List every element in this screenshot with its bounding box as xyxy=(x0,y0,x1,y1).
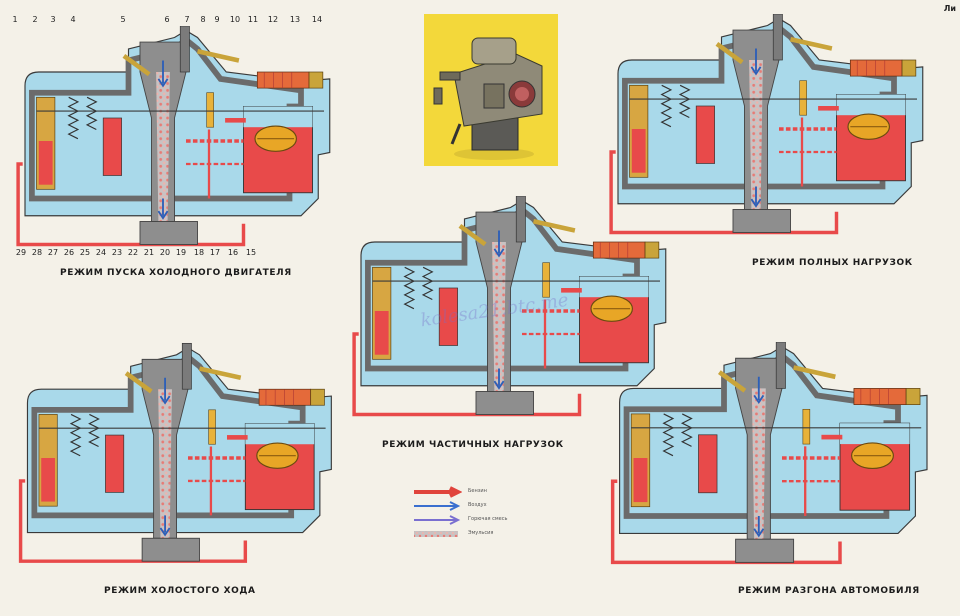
part-number: 20 xyxy=(159,248,171,257)
caption-idle: РЕЖИМ ХОЛОСТОГО ХОДА xyxy=(104,586,256,596)
acceleration-diagram xyxy=(608,342,956,574)
part-number: 16 xyxy=(227,248,239,257)
legend-item-mixture: Горючая смесь xyxy=(412,514,522,528)
part-number: 8 xyxy=(200,15,206,24)
caption-acceleration: РЕЖИМ РАЗГОНА АВТОМОБИЛЯ xyxy=(738,586,920,596)
part-number: 27 xyxy=(47,248,59,257)
part-number: 19 xyxy=(175,248,187,257)
part-number: 9 xyxy=(214,15,220,24)
part-number: 7 xyxy=(184,15,190,24)
page-corner-label: Ли xyxy=(943,4,956,13)
part-number: 11 xyxy=(247,15,259,24)
part-number: 29 xyxy=(15,248,27,257)
part-number: 17 xyxy=(209,248,221,257)
legend-label: Воздух xyxy=(468,502,487,508)
cold-start-diagram xyxy=(6,26,366,256)
part-number: 2 xyxy=(32,15,38,24)
part-number: 13 xyxy=(289,15,301,24)
part-number: 21 xyxy=(143,248,155,257)
part-number: 18 xyxy=(193,248,205,257)
part-number: 5 xyxy=(120,15,126,24)
part-number: 28 xyxy=(31,248,43,257)
part-number: 6 xyxy=(164,15,170,24)
legend-label: Бензин xyxy=(468,488,487,494)
part-number: 15 xyxy=(245,248,257,257)
caption-partial-load: РЕЖИМ ЧАСТИЧНЫХ НАГРУЗОК xyxy=(382,440,564,450)
part-number: 22 xyxy=(127,248,139,257)
part-number: 23 xyxy=(111,248,123,257)
part-number: 10 xyxy=(229,15,241,24)
part-number: 4 xyxy=(70,15,76,24)
legend: Бензин Воздух Горючая смесь Эмульсия xyxy=(412,486,522,542)
caption-full-load: РЕЖИМ ПОЛНЫХ НАГРУЗОК xyxy=(752,258,913,268)
legend-label: Горючая смесь xyxy=(468,516,508,522)
carburetor-photo xyxy=(424,14,558,166)
legend-label: Эмульсия xyxy=(468,530,494,536)
caption-cold-start: РЕЖИМ ПУСКА ХОЛОДНОГО ДВИГАТЕЛЯ xyxy=(60,268,292,278)
part-number: 24 xyxy=(95,248,107,257)
part-number: 12 xyxy=(267,15,279,24)
legend-item-fuel: Бензин xyxy=(412,486,522,500)
part-number: 25 xyxy=(79,248,91,257)
part-number: 1 xyxy=(12,15,18,24)
part-number: 3 xyxy=(50,15,56,24)
legend-item-emulsion: Эмульсия xyxy=(412,528,522,542)
legend-item-air: Воздух xyxy=(412,500,522,514)
idle-diagram xyxy=(16,342,360,574)
part-number: 14 xyxy=(311,15,323,24)
part-number: 26 xyxy=(63,248,75,257)
